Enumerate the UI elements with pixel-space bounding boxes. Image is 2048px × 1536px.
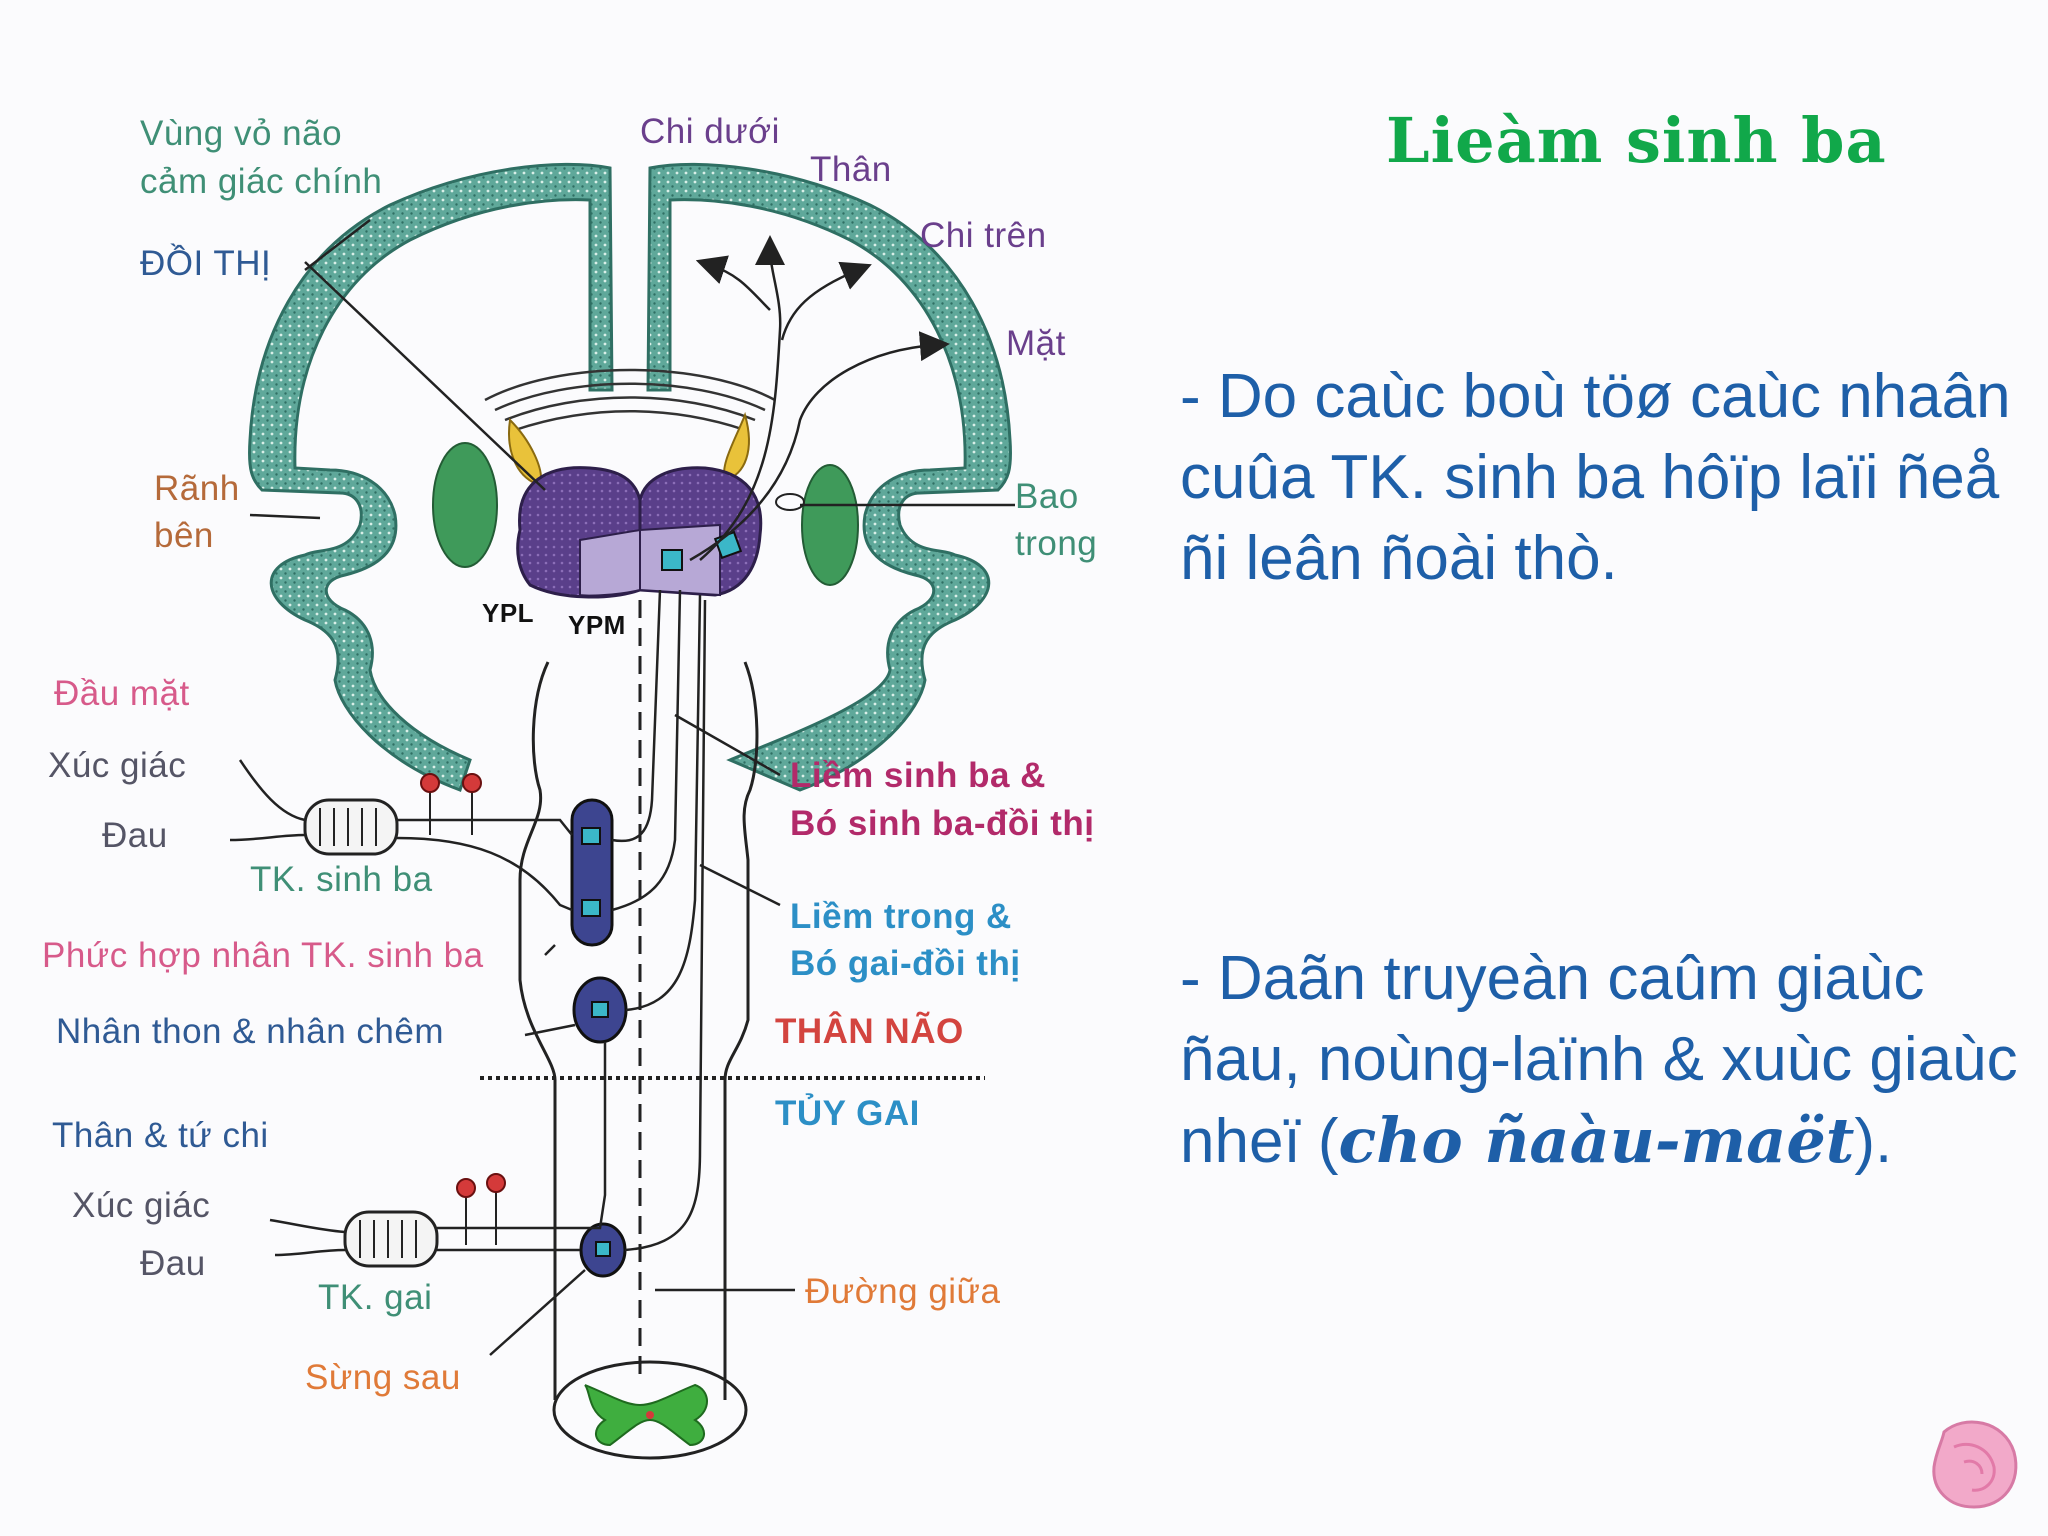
label-lower-limb: Chi dưới	[640, 112, 780, 151]
bullet-1: - Do caùc boù töø caùc nhaân cuûa TK. si…	[1180, 362, 2011, 593]
label-medial-lemniscus-line2: Bó gai-đồi thị	[790, 944, 1021, 983]
cortex-left-hemisphere	[248, 162, 614, 792]
label-lateral-sulcus-line2: bên	[154, 516, 214, 555]
label-trigeminal-complex: Phức hợp nhân TK. sinh ba	[42, 936, 484, 975]
label-spinal-nerve: TK. gai	[318, 1278, 433, 1317]
leader-lines	[249, 219, 1015, 1356]
label-spinal-cord: TỦY GAI	[775, 1094, 920, 1133]
label-lateral-sulcus-line1: Rãnh	[154, 469, 240, 508]
lentiform-nucleus-left	[432, 442, 498, 568]
label-face: Mặt	[1006, 324, 1066, 363]
bullet-2-italic: cho ñaàu-maët	[1338, 1104, 1855, 1177]
label-medial-lemniscus-line1: Liềm trong &	[790, 897, 1012, 936]
label-vpl: YPL	[482, 598, 535, 628]
spinal-ganglion	[343, 1173, 506, 1268]
label-dorsal-horn: Sừng sau	[305, 1358, 461, 1397]
label-pain-1: Đau	[102, 816, 168, 855]
slide-title: Lieàm sinh ba	[1386, 104, 1887, 177]
trigeminal-nuclear-complex	[570, 798, 614, 947]
label-sensory-cortex-line2: cảm giác chính	[140, 162, 383, 201]
internal-capsule-marker	[775, 493, 805, 511]
thalamus	[516, 466, 763, 599]
label-internal-capsule-line1: Bao	[1015, 477, 1079, 516]
label-trunk: Thân	[810, 150, 892, 189]
label-touch-1: Xúc giác	[48, 746, 187, 785]
corpus-callosum	[484, 368, 776, 432]
label-internal-capsule-line2: trong	[1015, 524, 1098, 563]
cortex-right-hemisphere	[646, 162, 1012, 792]
shell-logo-icon	[1932, 1420, 2018, 1509]
trigeminal-ganglion	[303, 773, 482, 856]
label-thalamus: ĐỒI THỊ	[140, 244, 272, 283]
nerve-fibers	[229, 235, 950, 1257]
label-trigeminal-lemniscus-line1: Liềm sinh ba &	[790, 756, 1046, 795]
label-gracile-cuneate: Nhân thon & nhân chêm	[56, 1012, 444, 1051]
label-vpm: YPM	[568, 610, 626, 640]
label-upper-limb: Chi trên	[920, 216, 1047, 255]
label-trigeminal-lemniscus-line2: Bó sinh ba-đồi thị	[790, 804, 1095, 843]
label-brainstem: THÂN NÃO	[775, 1012, 964, 1051]
label-touch-2: Xúc giác	[72, 1186, 211, 1225]
lentiform-nucleus-right	[801, 464, 859, 586]
label-midline: Đường giữa	[805, 1272, 1001, 1311]
bullet-2-text: - Daãn truyeàn caûm giaùc ñau, noùng-laï…	[1180, 944, 2018, 1176]
brainstem-outline	[518, 661, 759, 1400]
label-trigeminal-nerve: TK. sinh ba	[250, 860, 433, 899]
label-head-face: Đầu mặt	[54, 674, 190, 713]
bullet-2-suffix: ).	[1854, 1107, 1893, 1176]
label-pain-2: Đau	[140, 1244, 206, 1283]
spinal-cord-section	[552, 1360, 748, 1460]
label-sensory-cortex-line1: Vùng vỏ não	[140, 114, 343, 153]
caudate-left	[508, 417, 542, 487]
trigeminal-lemniscus-diagram	[229, 162, 1015, 1460]
label-trunk-limbs: Thân & tứ chi	[52, 1116, 269, 1155]
bullet-2: - Daãn truyeàn caûm giaùc ñau, noùng-laï…	[1180, 938, 2020, 1182]
